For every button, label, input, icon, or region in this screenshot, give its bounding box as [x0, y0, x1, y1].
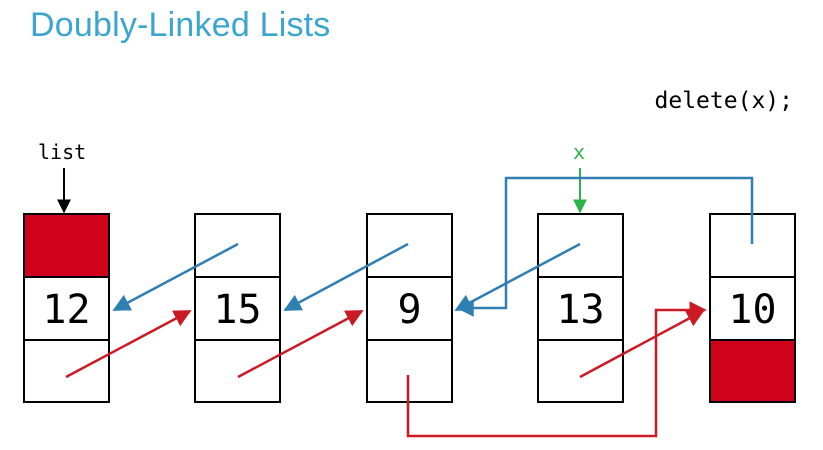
null-next-cell: [709, 339, 796, 403]
node-value: 12: [42, 287, 90, 333]
prev-cell: [537, 213, 624, 278]
next-cell: [23, 339, 110, 403]
prev-pointer-15-to-12: [112, 242, 239, 312]
node-15: 15: [194, 213, 281, 403]
next-cell: [366, 339, 453, 403]
node-value: 10: [728, 287, 776, 333]
next-cell: [537, 339, 624, 403]
null-prev-cell: [23, 213, 110, 278]
list-label: list: [38, 140, 86, 164]
node-10: 10: [709, 213, 796, 403]
value-cell: [537, 276, 624, 341]
value-cell: [366, 276, 453, 341]
next-cell: [194, 339, 281, 403]
node-value: 13: [556, 287, 604, 333]
prev-cell: [366, 213, 453, 278]
node-9: 9: [366, 213, 453, 403]
code-statement: delete(x);: [654, 88, 793, 114]
page-title: Doubly-Linked Lists: [30, 6, 331, 44]
value-cell: [709, 276, 796, 341]
next-pointer-13-to-10: [579, 309, 705, 379]
prev-pointer-9-to-15: [283, 242, 409, 312]
value-cell: [194, 276, 281, 341]
node-value: 9: [397, 287, 421, 333]
x-label: x: [573, 140, 585, 164]
node-12: 12: [23, 213, 110, 403]
prev-pointer-13-to-9: [454, 242, 581, 312]
node-value: 15: [213, 287, 261, 333]
next-pointer-12-to-15: [65, 309, 192, 379]
prev-pointer-10-to-9: [456, 176, 754, 317]
node-13: 13: [537, 213, 624, 403]
value-cell: [23, 276, 110, 341]
next-pointer-9-to-10: [406, 301, 707, 438]
next-pointer-15-to-9: [237, 309, 364, 379]
